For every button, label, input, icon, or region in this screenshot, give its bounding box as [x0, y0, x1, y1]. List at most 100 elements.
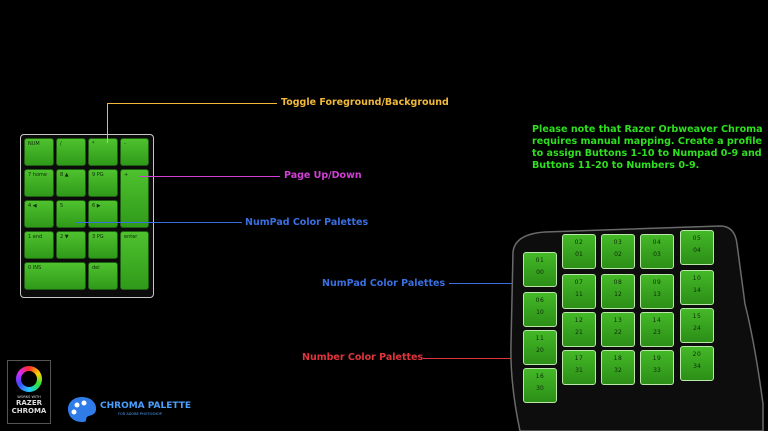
orbweaver-key-label: 20: [692, 351, 702, 358]
numpad-key[interactable]: 4 ◀: [24, 200, 54, 228]
palette-icon: [68, 397, 97, 422]
orbweaver-key-number: 22: [614, 329, 622, 336]
orbweaver-key-label: 08: [613, 279, 623, 286]
numpad-key[interactable]: -: [120, 138, 149, 166]
orbweaver-key-label: 15: [692, 313, 702, 320]
numpad-key[interactable]: 9 PG: [88, 169, 118, 197]
numpad-connector-right: [449, 283, 567, 284]
page-up-down-label: Page Up/Down: [284, 170, 362, 181]
page-connector: [140, 176, 280, 177]
orbweaver-key[interactable]: 06 10: [523, 292, 557, 327]
numpad-key-label: 0 INS: [28, 265, 42, 271]
numpad-key-label: 9 PG: [92, 172, 104, 178]
orbweaver-key-number: 02: [614, 251, 622, 258]
orbweaver-key-label: 18: [613, 355, 623, 362]
numpad-key[interactable]: 2 ▼: [56, 231, 86, 259]
numpad-key[interactable]: 6 ▶: [88, 200, 118, 228]
orbweaver-key-number: 12: [614, 291, 622, 298]
numpad-key[interactable]: 1 end: [24, 231, 54, 259]
numpad-key[interactable]: 3 PG: [88, 231, 118, 259]
numpad-key[interactable]: /: [56, 138, 86, 166]
badge-line-1: WORKS WITH: [17, 395, 41, 399]
numpad-key-label: 7 home: [28, 172, 47, 178]
orbweaver-key-label: 13: [613, 317, 623, 324]
orbweaver-key-number: 11: [575, 291, 583, 298]
chroma-palette-subtitle: FOR ADOBE PHOTOSHOP: [118, 412, 162, 416]
orbweaver-key[interactable]: 09 13: [640, 274, 674, 309]
orbweaver-key-number: 20: [536, 347, 544, 354]
numpad-key-label: 4 ◀: [28, 203, 37, 209]
orbweaver-key-label: 16: [535, 373, 545, 380]
orbweaver-key-number: 04: [693, 247, 701, 254]
orbweaver-key[interactable]: 08 12: [601, 274, 635, 309]
orbweaver-key-number: 30: [536, 385, 544, 392]
orbweaver-key-label: 01: [535, 257, 545, 264]
orbweaver-key-number: 21: [575, 329, 583, 336]
numpad-key-label: del: [92, 265, 100, 271]
numpad-connector-left: [76, 222, 242, 223]
numpad-key-label: NUM: [28, 141, 40, 147]
orbweaver-key-number: 01: [575, 251, 583, 258]
razer-chroma-badge: WORKS WITH RAZER CHROMA: [7, 360, 51, 424]
numpad-key[interactable]: 7 home: [24, 169, 54, 197]
orbweaver-key-label: 09: [652, 279, 662, 286]
numpad-key-label: +: [124, 172, 129, 178]
badge-line-2: RAZER: [15, 399, 43, 407]
numpad-key[interactable]: *: [88, 138, 118, 166]
orbweaver-key-label: 07: [574, 279, 584, 286]
orbweaver-key-label: 12: [574, 317, 584, 324]
orbweaver-key-number: 24: [693, 325, 701, 332]
orbweaver-key-number: 34: [693, 363, 701, 370]
orbweaver-note: Please note that Razer Orbweaver Chroma …: [532, 124, 763, 171]
badge-line-3: CHROMA: [11, 407, 47, 415]
orbweaver-key-number: 32: [614, 367, 622, 374]
orbweaver-key[interactable]: 14 23: [640, 312, 674, 347]
toggle-connector-h: [107, 103, 277, 104]
orbweaver-key-label: 17: [574, 355, 584, 362]
orbweaver-key-label: 11: [535, 335, 545, 342]
numpad-key[interactable]: 0 INS: [24, 262, 86, 290]
numpad-key[interactable]: 8 ▲: [56, 169, 86, 197]
orbweaver-key-label: 03: [613, 239, 623, 246]
numpad-key[interactable]: enter: [120, 231, 149, 290]
orbweaver-key[interactable]: 07 11: [562, 274, 596, 309]
orbweaver-key[interactable]: 12 21: [562, 312, 596, 347]
orbweaver-key-number: 13: [653, 291, 661, 298]
number-connector: [423, 358, 543, 359]
toggle-connector: [107, 103, 108, 143]
orbweaver-key[interactable]: 03 02: [601, 234, 635, 269]
orbweaver-key-label: 14: [652, 317, 662, 324]
numpad-key[interactable]: del: [88, 262, 118, 290]
orbweaver-key[interactable]: 13 22: [601, 312, 635, 347]
numpad-key[interactable]: NUM: [24, 138, 54, 166]
orbweaver-key-label: 10: [692, 275, 702, 282]
orbweaver-key-number: 23: [653, 329, 661, 336]
numpad-key-label: -: [124, 141, 126, 147]
numpad-key-label: *: [92, 141, 95, 147]
orbweaver-key-label: 19: [652, 355, 662, 362]
orbweaver-key-number: 33: [653, 367, 661, 374]
numpad-key[interactable]: 5: [56, 200, 86, 228]
numpad-key-label: 6 ▶: [92, 203, 101, 209]
orbweaver-key-label: 06: [535, 297, 545, 304]
orbweaver-key-number: 10: [536, 309, 544, 316]
numpad-key-label: 3 PG: [92, 234, 104, 240]
numpad-key[interactable]: +: [120, 169, 149, 228]
orbweaver-key-number: 31: [575, 367, 583, 374]
numpad-keyboard: NUM / * - 7 home 8 ▲ 9 PG +4 ◀ 5 6 ▶ 1 end 2 ▼ 3 PG e…: [20, 134, 154, 298]
numpad-key-label: 1 end: [28, 234, 43, 240]
orbweaver-key[interactable]: 11 20: [523, 330, 557, 365]
numpad-key-label: 8 ▲: [60, 172, 69, 178]
